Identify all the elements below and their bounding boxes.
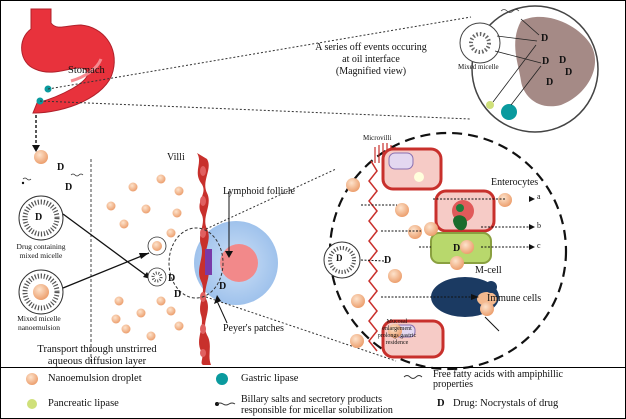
magnified-caption-line2: at oil interface xyxy=(342,54,400,65)
immune-cells-label: Immune cells xyxy=(487,293,542,304)
drug-mark: D xyxy=(168,273,176,284)
magnified-caption-line1: A series off events occuring xyxy=(315,42,427,53)
transport-label-line1: Transport through unstrirred xyxy=(37,344,157,355)
drug-mark: D xyxy=(57,162,65,173)
drug-mark: D xyxy=(565,67,573,78)
magnified-caption-line3: (Magnified view) xyxy=(335,66,407,77)
drug-mark: D xyxy=(174,289,182,300)
mixed-micelle-nano-label-line1: Mixed micelle xyxy=(17,314,61,323)
mixed-micelle-nanoemulsion-icon xyxy=(18,269,64,315)
magnified-view xyxy=(459,5,599,133)
drug-containing-label-line1: Drug containing xyxy=(16,242,66,251)
microvilli-label: Microvilli xyxy=(363,134,392,142)
route-a-label: a xyxy=(537,192,541,201)
legend-drug-prefix: D xyxy=(437,398,445,409)
stomach-label: Stomach xyxy=(68,65,105,76)
drug-mark: D xyxy=(541,33,549,44)
drug-mark: D xyxy=(542,56,550,67)
drug-mark: D xyxy=(65,182,73,193)
legend-billary-line1: Billary salts and secretory products xyxy=(241,394,383,405)
drug-containing-label-line2: mixed micelle xyxy=(19,251,63,260)
legend-billary-line2: responsible for micellar solubilization xyxy=(241,405,393,416)
drug-containing-micelle-icon xyxy=(18,195,64,241)
drug-mark: D xyxy=(384,255,392,266)
drug-mark: D xyxy=(559,55,567,66)
peyers-patches-label: Peyer's patches xyxy=(223,323,284,334)
villi-column xyxy=(197,153,212,365)
legend-divider xyxy=(1,367,625,368)
mixed-micelle-nano-label-line2: nanoemulsion xyxy=(17,323,61,332)
legend-gastric-lipase: Gastric lipase xyxy=(241,373,299,384)
mucosal-label-line2: enlargement xyxy=(382,326,412,332)
transport-label-line2: aqueous diffusion layer xyxy=(47,356,147,367)
route-c-label: c xyxy=(537,241,541,250)
mucosal-label-line4: residence xyxy=(385,340,409,346)
enterocyte-magnified-view xyxy=(323,131,568,371)
villi-label: Villi xyxy=(167,152,185,163)
mucosal-label-line1: Mucosal xyxy=(386,319,408,325)
stomach-icon xyxy=(21,8,115,114)
lymphoid-follicle-label: Lymphoid follicle xyxy=(223,186,295,197)
legend-drug-text: Drug: Nocrystals of drug xyxy=(453,398,559,409)
route-b-label: b xyxy=(537,221,541,230)
drug-mark: D xyxy=(35,212,43,223)
mixed-micelle-label: Mixed micelle xyxy=(458,63,499,71)
m-cell-label: M-cell xyxy=(475,265,502,276)
legend-nanoemulsion-droplet: Nanoemulsion droplet xyxy=(48,373,142,384)
legend-free-fatty-line1: Free fatty acids with ampiphillic xyxy=(433,369,563,380)
drug-mark: D xyxy=(546,77,554,88)
drug-mark: D xyxy=(336,253,343,263)
drug-mark: D xyxy=(453,243,461,254)
legend-free-fatty-line2: properties xyxy=(433,379,473,390)
mucosal-label-line3: prolongs gastric xyxy=(377,333,417,339)
enterocytes-label: Enterocytes xyxy=(491,177,539,188)
droplet-field xyxy=(106,174,184,341)
drug-mark: D xyxy=(219,281,227,292)
legend-pancreatic-lipase: Pancreatic lipase xyxy=(48,398,119,409)
